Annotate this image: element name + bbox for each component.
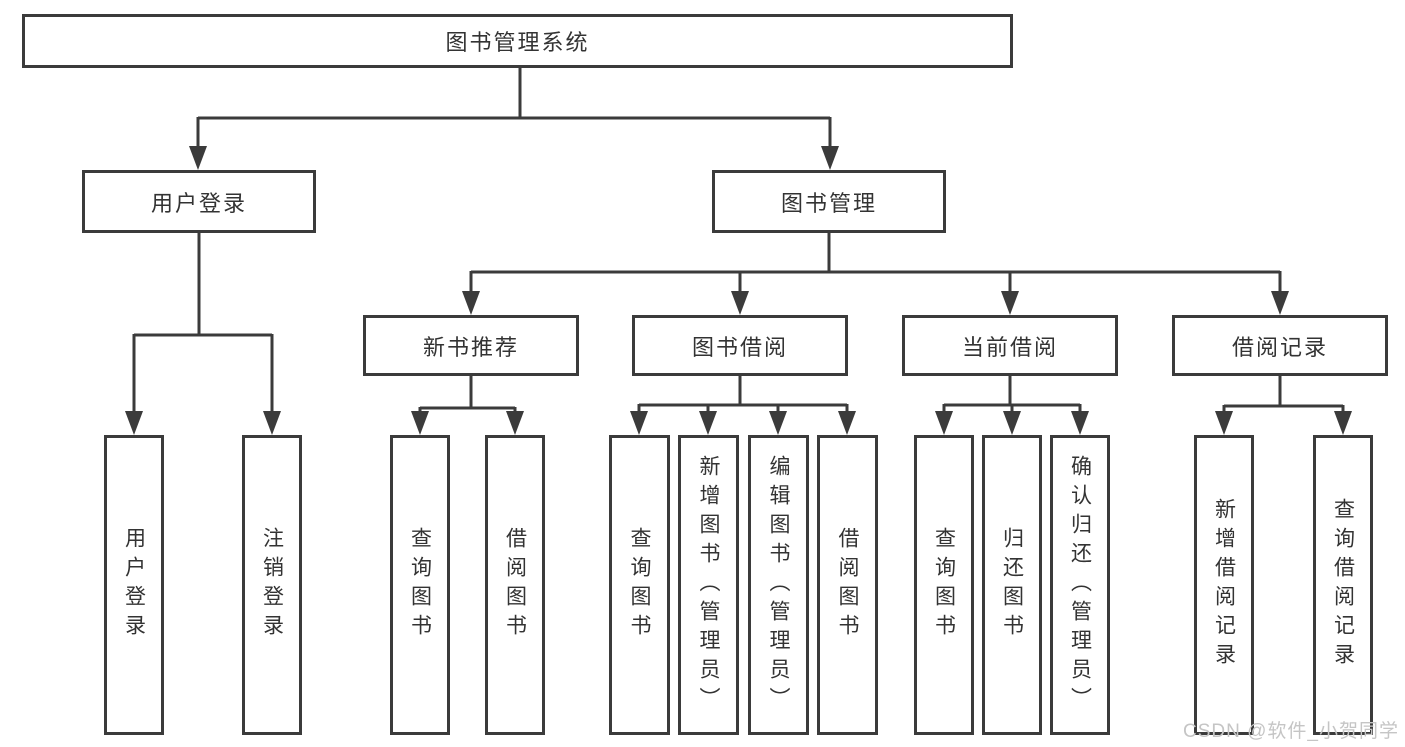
arrowhead-icon <box>1334 411 1352 435</box>
arrowhead-icon <box>838 411 856 435</box>
node-book-management: 图书管理 <box>712 170 946 233</box>
arrowhead-icon <box>935 411 953 435</box>
connector-book-management-to-level3 <box>469 233 1282 297</box>
arrowhead-icon <box>821 146 839 170</box>
arrowhead-icon <box>125 411 143 435</box>
arrowhead-icon <box>189 146 207 170</box>
node-query-books-borrowing: 查询图书 <box>609 435 670 735</box>
node-current-borrowing: 当前借阅 <box>902 315 1118 376</box>
arrowhead-icon <box>411 411 429 435</box>
node-add-book-admin: 新增图书（管理员） <box>678 435 739 735</box>
node-borrow-books-borrowing: 借阅图书 <box>817 435 878 735</box>
connector-book-borrowing-to-children <box>637 376 849 417</box>
node-user-login: 用户登录 <box>82 170 316 233</box>
arrowhead-icon <box>1071 411 1089 435</box>
arrowhead-icon <box>462 291 480 315</box>
arrowhead-icon <box>506 411 524 435</box>
connector-borrowing-records-to-children <box>1222 376 1345 417</box>
csdn-watermark: CSDN @软件_小贺同学 <box>1183 721 1399 742</box>
connector-new-book-to-children <box>418 376 517 417</box>
node-borrowing-records: 借阅记录 <box>1172 315 1388 376</box>
arrowhead-icon <box>630 411 648 435</box>
node-query-books-current: 查询图书 <box>914 435 974 735</box>
node-borrow-books-recommend: 借阅图书 <box>485 435 545 735</box>
node-add-borrow-record: 新增借阅记录 <box>1194 435 1254 735</box>
connector-root-to-level2 <box>196 68 832 152</box>
node-edit-book-admin: 编辑图书（管理员） <box>748 435 809 735</box>
arrowhead-icon <box>699 411 717 435</box>
node-return-book: 归还图书 <box>982 435 1042 735</box>
node-logout: 注销登录 <box>242 435 302 735</box>
arrowhead-icon <box>769 411 787 435</box>
node-library-management-system: 图书管理系统 <box>22 14 1013 68</box>
arrowhead-icon <box>1215 411 1233 435</box>
arrowhead-icon <box>1003 411 1021 435</box>
arrowhead-icon <box>263 411 281 435</box>
connector-current-borrowing-to-children <box>942 376 1082 417</box>
node-confirm-return-admin: 确认归还（管理员） <box>1050 435 1110 735</box>
node-book-borrowing: 图书借阅 <box>632 315 848 376</box>
arrowheads <box>125 146 1352 435</box>
arrowhead-icon <box>1271 291 1289 315</box>
node-query-books-recommend: 查询图书 <box>390 435 450 735</box>
arrowhead-icon <box>731 291 749 315</box>
connector-user-login-to-children <box>132 233 274 417</box>
node-new-book-recommend: 新书推荐 <box>363 315 579 376</box>
node-user-login-leaf: 用户登录 <box>104 435 164 735</box>
arrowhead-icon <box>1001 291 1019 315</box>
node-query-borrow-record: 查询借阅记录 <box>1313 435 1373 735</box>
